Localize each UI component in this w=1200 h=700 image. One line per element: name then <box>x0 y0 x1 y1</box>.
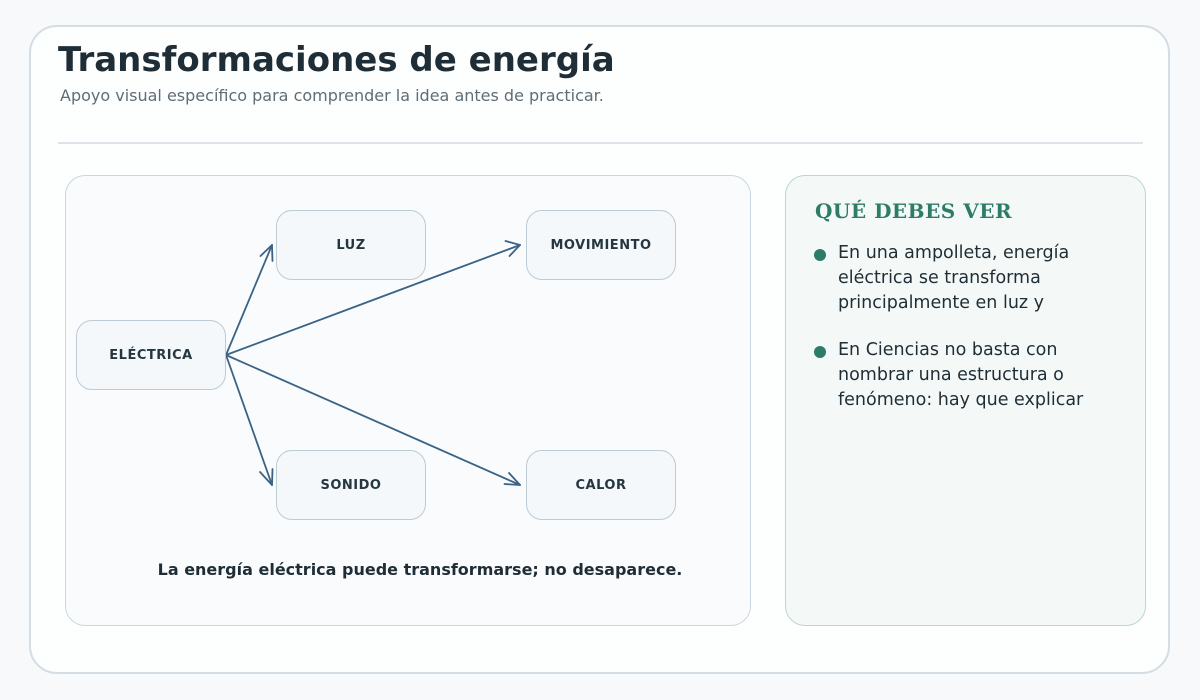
node-electrica: ELÉCTRICA <box>76 320 226 390</box>
key-points-list: En una ampolleta, energía eléctrica se t… <box>812 241 1132 435</box>
bullet-dot-icon <box>814 249 826 261</box>
key-point-item: En Ciencias no basta con nombrar una est… <box>812 338 1132 413</box>
page-subtitle: Apoyo visual específico para comprender … <box>60 86 604 105</box>
key-point-item: En una ampolleta, energía eléctrica se t… <box>812 241 1132 316</box>
node-calor: CALOR <box>526 450 676 520</box>
diagram-caption: La energía eléctrica puede transformarse… <box>157 560 683 579</box>
header-divider <box>58 142 1143 144</box>
key-points-panel <box>785 175 1146 626</box>
node-luz: LUZ <box>276 210 426 280</box>
bullet-dot-icon <box>814 346 826 358</box>
node-movimiento: MOVIMIENTO <box>526 210 676 280</box>
key-point-text: En una ampolleta, energía eléctrica se t… <box>838 243 1070 313</box>
key-points-title: QUÉ DEBES VER <box>815 199 1013 223</box>
node-sonido: SONIDO <box>276 450 426 520</box>
key-point-text: En Ciencias no basta con nombrar una est… <box>838 340 1084 410</box>
page-title: Transformaciones de energía <box>58 40 615 80</box>
